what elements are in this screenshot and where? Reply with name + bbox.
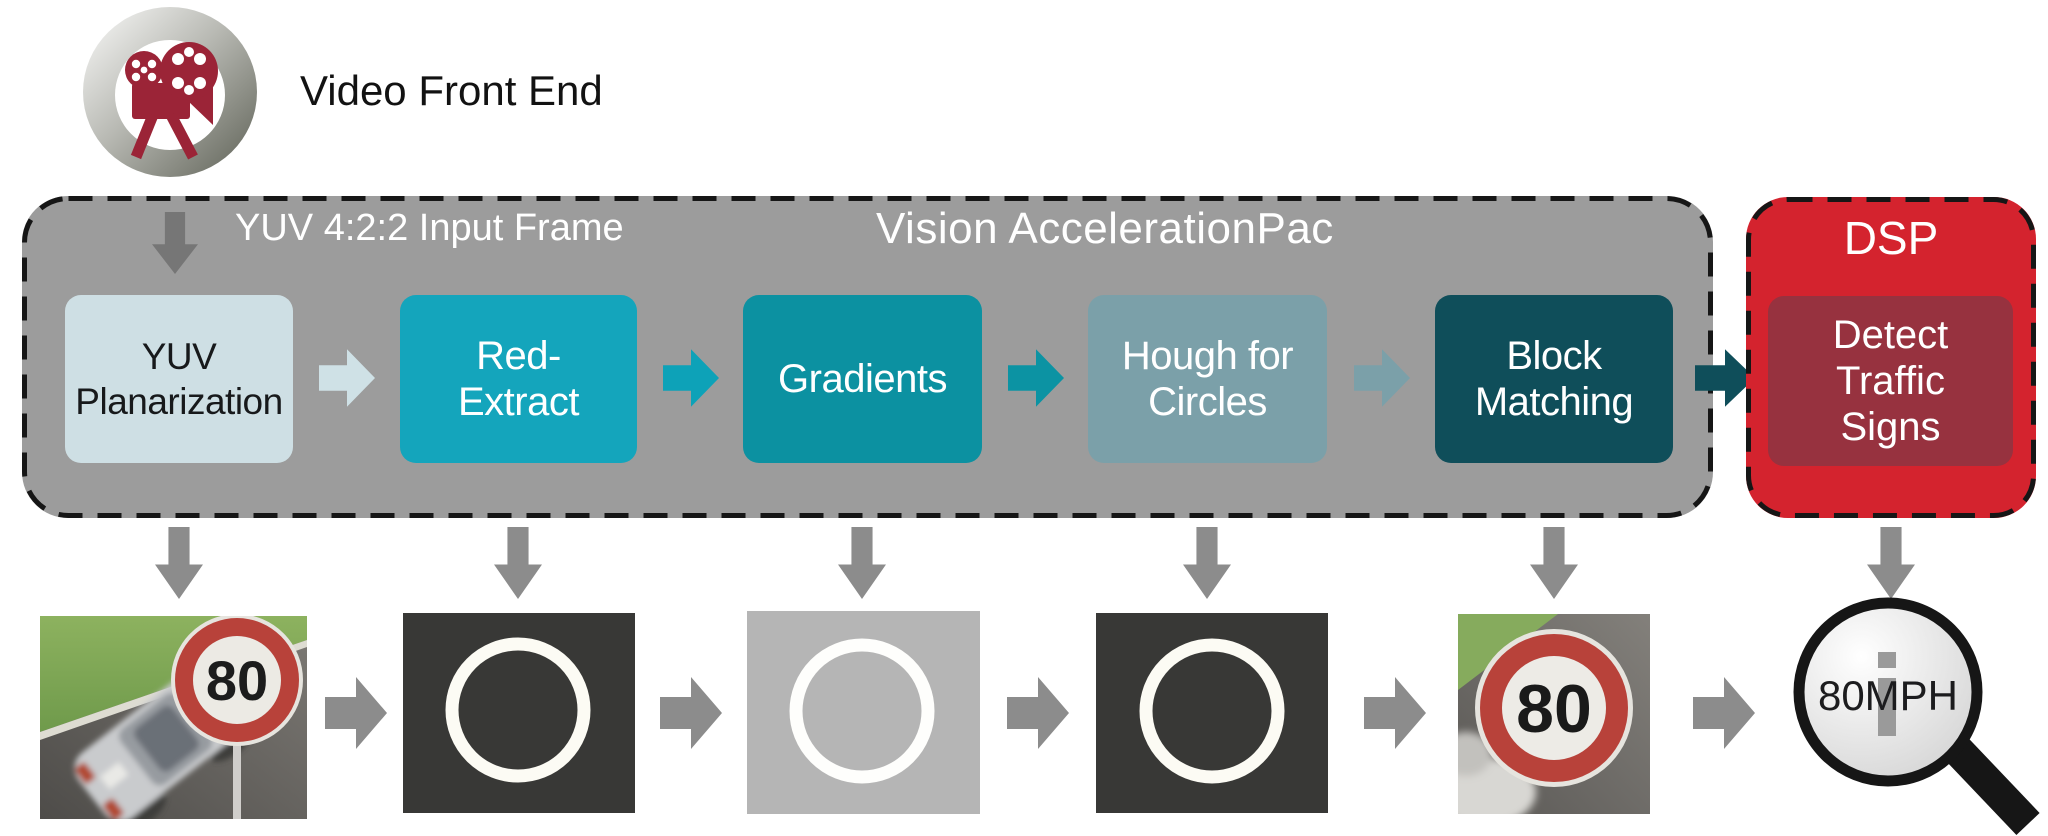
stage-yuv-planarization: YUV Planarization [65,295,293,463]
dsp-task-box: Detect Traffic Signs [1768,296,2013,466]
stage-output-arrow-icon [155,527,203,599]
result-label: 80MPH [1818,672,1958,719]
output-flow-arrow-icon [325,677,387,749]
sign-value: 80 [1516,671,1592,747]
dsp-task-label: Detect Traffic Signs [1832,313,1949,449]
input-frame-label: YUV 4:2:2 Input Frame [235,207,624,249]
stage-output-arrow-icon [494,527,542,599]
output-input-photo: 80 [40,616,307,819]
stage-output-arrow-icon [1867,527,1915,599]
output-hough-mask [1096,613,1328,813]
output-flow-arrow-icon [1007,677,1069,749]
sign-value: 80 [206,649,268,712]
stage-output-arrow-icon [1183,527,1231,599]
stage-label: Hough for Circles [1121,334,1294,424]
stage-hough-for-circles: Hough for Circles [1088,295,1327,463]
output-gradients-mask [747,611,980,814]
dsp-container: DSP Detect Traffic Signs [1746,197,2036,518]
stage-label: YUV Planarization [75,336,283,422]
stage-label: Gradients [778,357,947,401]
output-result-magnifier: 80MPH [1790,590,2040,836]
dsp-title: DSP [1843,212,1939,264]
stage-gradients: Gradients [743,295,982,463]
output-flow-arrow-icon [1364,677,1426,749]
stage-red-extract: Red- Extract [400,295,637,463]
info-icon [1878,652,1896,736]
stage-output-arrow-icon [1530,527,1578,599]
output-flow-arrow-icon [660,677,722,749]
movie-camera-icon [83,7,257,177]
magnifier-handle [1938,730,2040,836]
page-title: Video Front End [300,67,603,114]
stage-output-arrow-icon [838,527,886,599]
output-flow-arrow-icon [1693,677,1755,749]
stage-label: Red- Extract [458,334,579,424]
vision-pac-title: Vision AccelerationPac [876,204,1334,253]
stage-label: Block Matching [1474,334,1634,424]
output-detected-sign-photo: 80 [1458,614,1650,814]
stage-block-matching: Block Matching [1435,295,1673,463]
output-red-extract-mask [403,613,635,813]
